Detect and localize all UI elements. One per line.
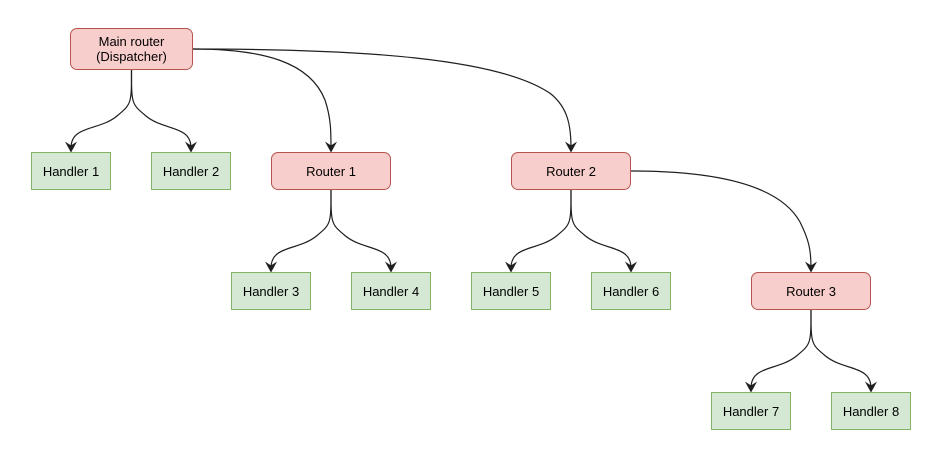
arrowhead-e-r1-h3 bbox=[264, 261, 278, 273]
edge-line-e-r3-h8 bbox=[810, 309, 872, 389]
edge-e-main-r2 bbox=[192, 48, 578, 153]
edge-line-e-r3-h7 bbox=[750, 309, 812, 389]
node-label-handler-7: Handler 7 bbox=[722, 403, 780, 419]
node-handler-5[interactable]: Handler 5 bbox=[471, 272, 551, 310]
node-label-handler-6: Handler 6 bbox=[602, 283, 660, 299]
edge-line-e-r2-r3 bbox=[630, 170, 812, 269]
edge-e-r3-h7 bbox=[744, 309, 812, 393]
arrowhead-e-main-r2 bbox=[564, 141, 578, 153]
edge-e-r2-h5 bbox=[504, 189, 572, 273]
edge-line-e-r1-h3 bbox=[270, 189, 332, 269]
edge-line-e-main-h1 bbox=[70, 69, 133, 149]
node-handler-1[interactable]: Handler 1 bbox=[31, 152, 111, 190]
edge-e-main-r1 bbox=[192, 48, 338, 153]
node-label-main-router: Main router (Dispatcher) bbox=[96, 34, 167, 64]
edge-line-e-r2-h6 bbox=[570, 189, 632, 269]
edge-e-r1-h4 bbox=[330, 189, 398, 273]
edge-line-e-main-r1 bbox=[192, 48, 332, 149]
node-handler-6[interactable]: Handler 6 bbox=[591, 272, 671, 310]
arrowhead-e-main-h2 bbox=[184, 141, 198, 153]
node-handler-3[interactable]: Handler 3 bbox=[231, 272, 311, 310]
edge-e-main-h1 bbox=[64, 69, 133, 153]
edge-e-r3-h8 bbox=[810, 309, 878, 393]
node-label-router-1: Router 1 bbox=[306, 163, 356, 179]
node-label-handler-2: Handler 2 bbox=[162, 163, 220, 179]
node-router-1[interactable]: Router 1 bbox=[271, 152, 391, 190]
arrowhead-e-r2-h5 bbox=[504, 261, 518, 273]
edge-e-r1-h3 bbox=[264, 189, 332, 273]
arrowhead-e-r2-h6 bbox=[624, 261, 638, 273]
node-label-router-3: Router 3 bbox=[786, 283, 836, 299]
node-router-3[interactable]: Router 3 bbox=[751, 272, 871, 310]
edge-line-e-main-r2 bbox=[192, 48, 572, 149]
arrowhead-e-r2-r3 bbox=[804, 261, 818, 273]
node-label-router-2: Router 2 bbox=[546, 163, 596, 179]
node-label-handler-8: Handler 8 bbox=[842, 403, 900, 419]
arrowhead-e-r3-h7 bbox=[744, 381, 758, 393]
node-handler-4[interactable]: Handler 4 bbox=[351, 272, 431, 310]
arrowhead-e-r3-h8 bbox=[864, 381, 878, 393]
arrowhead-e-main-r1 bbox=[324, 141, 338, 153]
node-label-handler-4: Handler 4 bbox=[362, 283, 420, 299]
edge-e-r2-h6 bbox=[570, 189, 638, 273]
arrowhead-e-main-h1 bbox=[64, 141, 78, 153]
node-label-handler-1: Handler 1 bbox=[42, 163, 100, 179]
node-label-handler-3: Handler 3 bbox=[242, 283, 300, 299]
arrowhead-e-r1-h4 bbox=[384, 261, 398, 273]
edge-line-e-r2-h5 bbox=[510, 189, 572, 269]
edge-e-r2-r3 bbox=[630, 170, 818, 273]
node-handler-7[interactable]: Handler 7 bbox=[711, 392, 791, 430]
node-label-handler-5: Handler 5 bbox=[482, 283, 540, 299]
node-handler-8[interactable]: Handler 8 bbox=[831, 392, 911, 430]
edge-e-main-h2 bbox=[130, 69, 198, 153]
node-handler-2[interactable]: Handler 2 bbox=[151, 152, 231, 190]
node-main-router[interactable]: Main router (Dispatcher) bbox=[70, 28, 193, 70]
edge-line-e-r1-h4 bbox=[330, 189, 392, 269]
node-router-2[interactable]: Router 2 bbox=[511, 152, 631, 190]
edge-line-e-main-h2 bbox=[130, 69, 192, 149]
